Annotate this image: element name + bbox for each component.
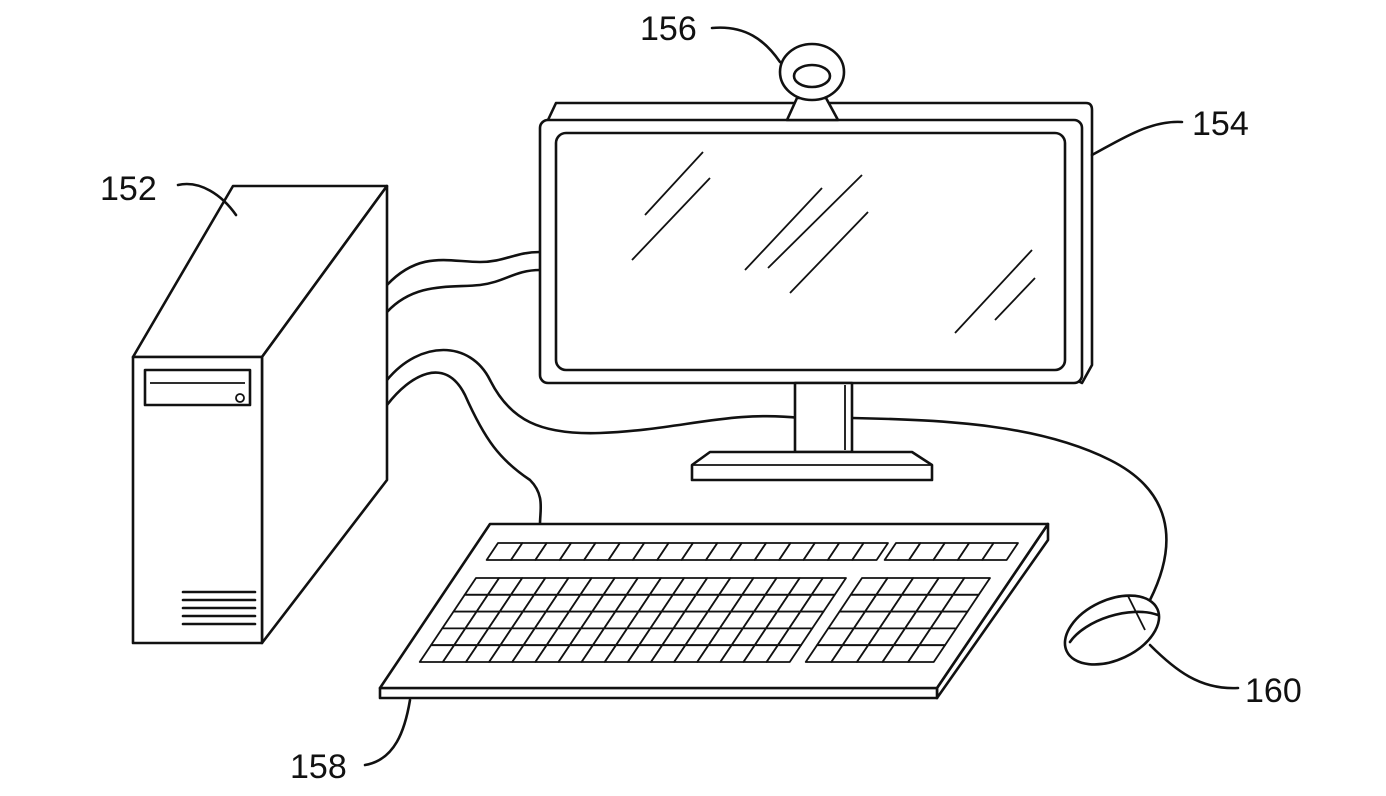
reference-labels: 156 154 152 158 160 [100,10,1302,786]
monitor [538,101,1094,482]
keyboard-keys [418,542,1019,663]
monitor-cable-upper [385,250,542,287]
screen-reflection [631,151,1036,334]
function-key-row [485,542,889,561]
computer-tower [131,184,389,645]
label-154: 154 [1192,105,1249,143]
key [765,644,802,663]
main-key-block [418,577,847,663]
webcam-lens [792,63,832,89]
numpad-key-block [804,577,991,663]
monitor-base [690,450,934,482]
monitor-cable-lower [385,268,542,314]
vent-grille [181,590,257,626]
label-156: 156 [640,10,697,48]
key [981,542,1019,561]
cables [385,250,1168,602]
monitor-screen [554,131,1067,372]
keyboard-cable [385,371,543,526]
drive-slot [143,368,252,407]
monitor-neck [793,381,854,454]
label-160: 160 [1245,672,1302,710]
webcam [778,42,846,122]
power-button-icon [235,393,245,403]
label-152: 152 [100,170,157,208]
mouse [1063,594,1161,666]
keyboard [378,522,1050,700]
key [851,542,889,561]
function-key-row-right [883,542,1019,561]
mouse-cable [385,348,1168,602]
label-158: 158 [290,748,347,786]
key [907,644,946,663]
